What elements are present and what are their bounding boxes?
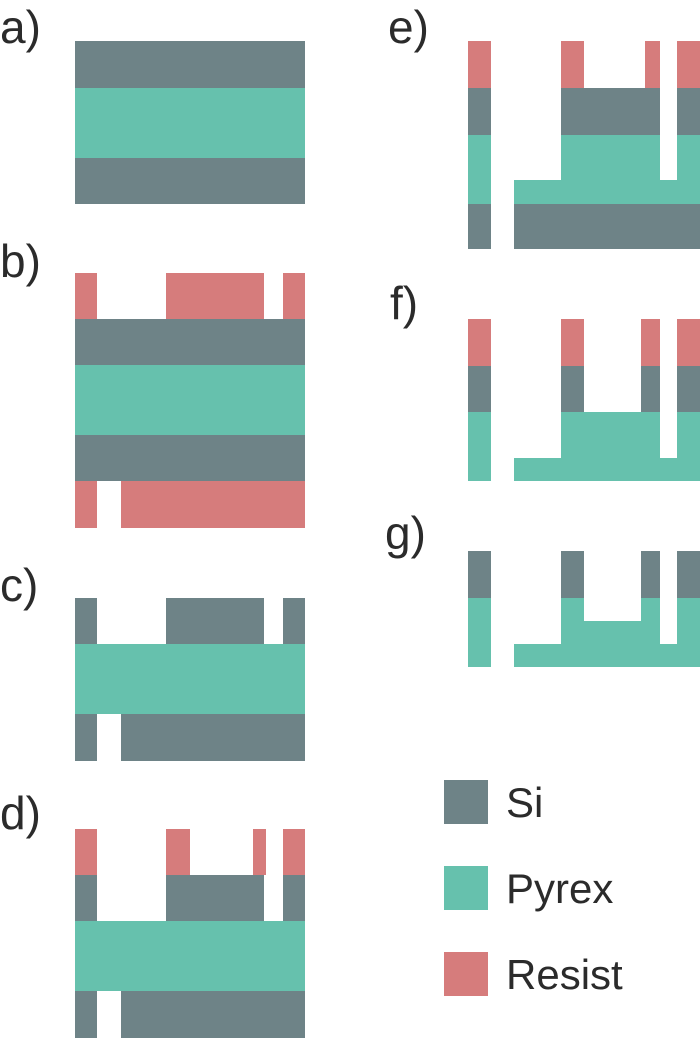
legend-swatch-pyrex	[444, 866, 488, 910]
legend-label-resist: Resist	[506, 951, 623, 998]
resist-segment	[75, 829, 97, 875]
si-segment	[121, 714, 305, 761]
step-label-d: d)	[0, 787, 41, 839]
si-layer	[75, 41, 305, 88]
si-segment	[641, 366, 660, 412]
si-layer	[75, 319, 305, 365]
si-segment	[283, 598, 305, 644]
si-layer	[75, 435, 305, 481]
pyrex-layer	[75, 921, 305, 991]
resist-segment	[677, 41, 700, 88]
pyrex-layer	[75, 365, 305, 435]
si-segment	[677, 551, 700, 598]
pyrex-etched	[468, 412, 700, 481]
step-c-stack	[75, 598, 305, 761]
resist-segment	[645, 41, 660, 88]
step-e-stack	[468, 41, 700, 249]
resist-segment	[468, 41, 491, 88]
legend-swatch-si	[444, 780, 488, 824]
si-segment	[75, 714, 97, 761]
resist-segment	[121, 481, 305, 528]
pyrex-layer	[75, 88, 305, 158]
resist-segment	[166, 273, 264, 319]
step-f-stack	[468, 319, 700, 481]
si-segment	[468, 88, 491, 135]
resist-segment	[677, 319, 700, 366]
resist-segment	[283, 829, 305, 875]
si-segment	[561, 366, 584, 412]
resist-segment	[468, 319, 491, 366]
si-layer	[75, 158, 305, 204]
step-label-c: c)	[0, 559, 39, 611]
si-segment	[561, 551, 584, 598]
pyrex-layer	[75, 644, 305, 714]
si-segment	[75, 875, 97, 921]
step-a-stack	[75, 41, 305, 204]
step-label-b: b)	[0, 235, 41, 287]
pyrex-etched	[468, 598, 700, 667]
legend-swatch-resist	[444, 952, 488, 996]
resist-segment	[75, 481, 97, 528]
step-label-e: e)	[388, 1, 429, 53]
si-segment	[283, 875, 305, 921]
step-b-stack	[75, 273, 305, 528]
si-segment	[468, 204, 491, 249]
si-segment	[468, 551, 491, 598]
step-g-stack	[468, 551, 700, 667]
resist-segment	[75, 273, 97, 319]
resist-segment	[166, 829, 190, 875]
si-segment	[641, 551, 660, 598]
pyrex-etched	[468, 135, 700, 204]
si-segment	[166, 598, 264, 644]
resist-segment	[641, 319, 660, 366]
si-segment	[677, 88, 700, 135]
si-segment	[166, 875, 264, 921]
resist-segment	[561, 41, 584, 88]
si-segment	[468, 366, 491, 412]
si-segment	[514, 204, 700, 249]
legend-label-pyrex: Pyrex	[506, 865, 614, 912]
resist-segment	[283, 273, 305, 319]
si-segment	[561, 88, 660, 135]
resist-segment	[561, 319, 584, 366]
legend-label-si: Si	[506, 779, 544, 826]
resist-segment	[253, 829, 266, 875]
si-segment	[121, 991, 305, 1038]
si-segment	[677, 366, 700, 412]
si-segment	[75, 991, 97, 1038]
si-segment	[75, 598, 97, 644]
step-d-stack	[75, 829, 305, 1038]
step-label-g: g)	[385, 507, 426, 559]
step-label-f: f)	[390, 277, 419, 329]
step-label-a: a)	[0, 1, 41, 53]
